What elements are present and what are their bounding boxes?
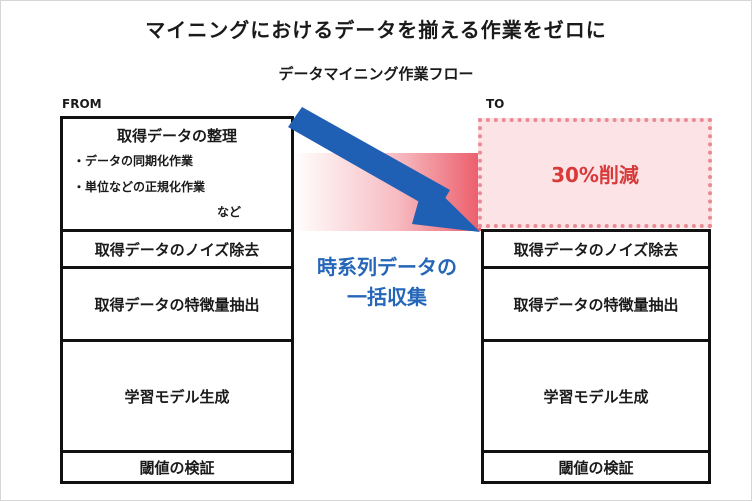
from-etc: など: [216, 205, 241, 219]
reduction-area: 30%削減: [478, 118, 712, 228]
to-step-threshold-validation: 閾値の検証: [481, 450, 711, 484]
center-caption-line2: 一括収集: [347, 285, 427, 309]
from-label: FROM: [62, 97, 102, 111]
from-bullet-normalize: ・単位などの正規化作業: [73, 180, 206, 194]
to-label: TO: [486, 97, 505, 111]
to-step-noise-removal: 取得データのノイズ除去: [481, 229, 711, 269]
to-step-feature-extraction: 取得データの特徴量抽出: [481, 266, 711, 342]
from-bullet-sync: ・データの同期化作業: [73, 154, 194, 168]
center-caption-line1: 時系列データの: [317, 255, 457, 279]
flow-subtitle: データマイニング作業フロー: [278, 65, 474, 83]
from-step-threshold-validation: 閾値の検証: [60, 450, 294, 484]
from-step-feature-extraction: 取得データの特徴量抽出: [60, 266, 294, 342]
from-step-heading: 取得データの整理: [116, 127, 237, 145]
center-caption: 時系列データの 一括収集: [297, 252, 477, 312]
from-step-data-organization: 取得データの整理 ・データの同期化作業 ・単位などの正規化作業 など: [60, 116, 294, 232]
to-step-model-generation: 学習モデル生成: [481, 339, 711, 453]
arrow-head: [412, 178, 480, 232]
reduction-label: 30%削減: [551, 162, 639, 187]
from-step-model-generation: 学習モデル生成: [60, 339, 294, 453]
page-title: マイニングにおけるデータを揃える作業をゼロに: [145, 18, 607, 42]
arrow-shaft: [288, 107, 450, 212]
